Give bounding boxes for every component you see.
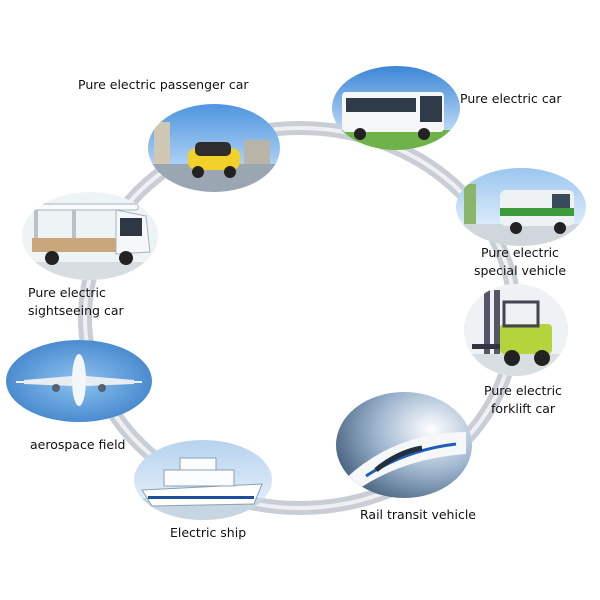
aerospace-node: [6, 340, 152, 422]
forklift-node: [464, 284, 568, 376]
rail-transit-label: Rail transit vehicle: [360, 507, 476, 522]
passenger-car-label: Pure electric passenger car: [78, 77, 249, 92]
ship-icon: [134, 440, 272, 520]
electric-car-label: Pure electric car: [460, 91, 562, 106]
special-vehicle-label: Pure electric special vehicle: [473, 245, 567, 278]
sightseeing-car-label: Pure electric sightseeing car: [28, 285, 124, 318]
forklift-icon: [464, 284, 568, 376]
aerospace-label: aerospace field: [30, 437, 126, 452]
yellow-car-icon: [148, 104, 280, 192]
electric-ship-node: [134, 440, 272, 520]
electric-bus-node: [332, 66, 460, 150]
sightseeing-car-node: [22, 192, 158, 280]
van-icon: [456, 168, 586, 246]
bus-icon: [332, 66, 460, 150]
bullet-train-icon: [336, 392, 472, 498]
rail-transit-node: [336, 392, 472, 498]
airplane-icon: [6, 340, 152, 422]
electric-ship-label: Electric ship: [170, 525, 247, 540]
special-vehicle-node: [456, 168, 586, 246]
passenger-car-node: [148, 104, 280, 192]
sightseeing-cart-icon: [22, 192, 158, 280]
forklift-label: Pure electric forklift car: [484, 383, 562, 416]
